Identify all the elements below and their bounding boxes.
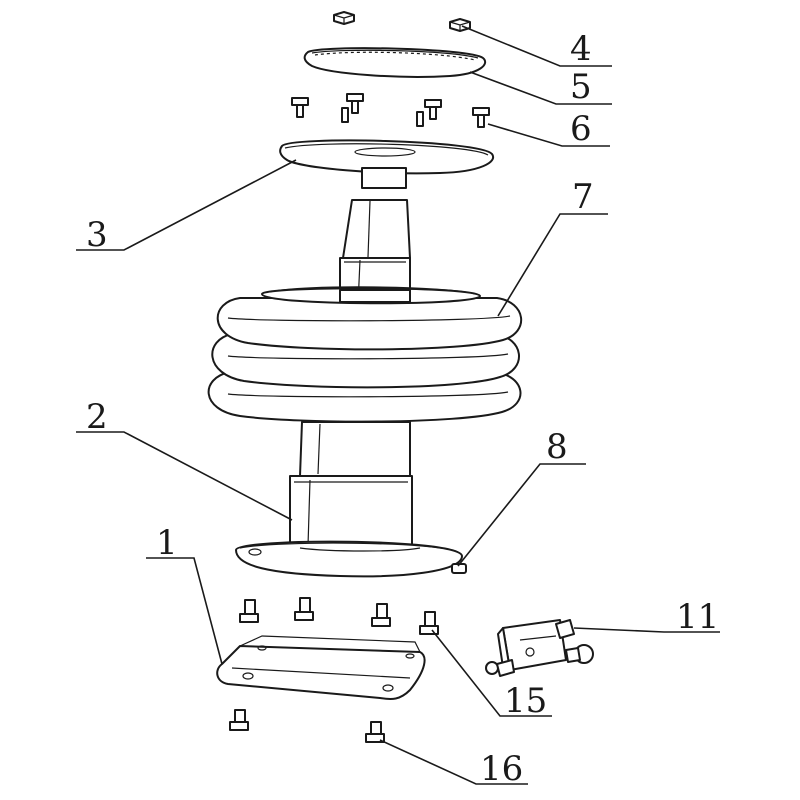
label-part-16: 16 [480,749,523,789]
leader-lines [76,25,720,785]
label-part-15: 15 [504,681,547,721]
upper-shaft [339,167,411,307]
label-part-11: 11 [676,597,719,637]
insulator-sheds [207,286,522,423]
top-cap-disc [303,47,487,78]
label-part-5: 5 [570,67,592,107]
part-labels: 4 5 6 3 7 2 8 1 11 15 16 [86,29,719,789]
upper-flange-plate [279,139,495,175]
top-nuts [333,11,471,32]
base-bracket [216,635,426,700]
lower-shaft [289,421,413,549]
label-part-6: 6 [570,109,592,149]
label-part-7: 7 [572,177,594,217]
bottom-bolts [229,709,385,743]
flange-bolts-top [291,93,490,128]
label-part-3: 3 [86,215,108,255]
lower-flange [235,540,463,578]
label-part-4: 4 [570,29,592,69]
flange-bolts-bottom [239,597,439,635]
label-part-2: 2 [86,397,108,437]
terminal-clamp [485,619,594,677]
label-part-1: 1 [156,523,178,563]
label-part-8: 8 [546,427,568,467]
